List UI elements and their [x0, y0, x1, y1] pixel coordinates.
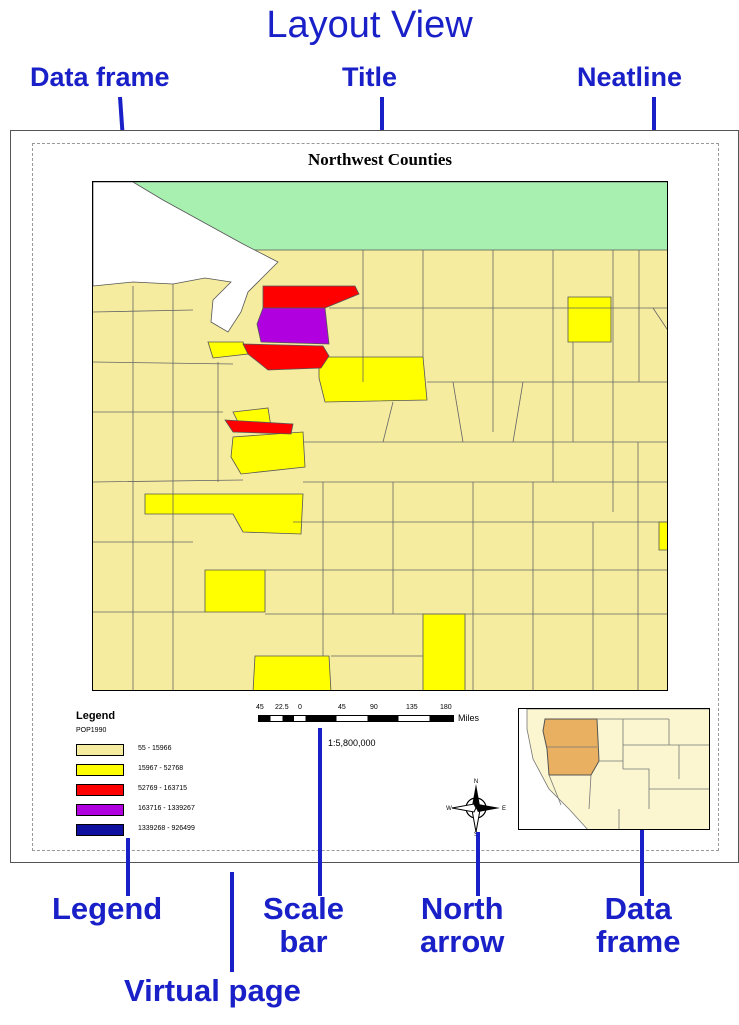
title-pointer	[380, 97, 384, 151]
county-boundaries	[93, 250, 667, 690]
legend-label: 55 - 15966	[138, 745, 172, 752]
neatline-pointer	[652, 97, 656, 151]
data-frame-callout-bottom: Data frame	[596, 891, 681, 959]
legend-swatch	[76, 764, 124, 776]
scale-tick: 135	[406, 704, 418, 711]
neatline-callout: Neatline	[577, 62, 683, 92]
scale-tick: 0	[298, 704, 302, 711]
map-title: Northwest Counties	[307, 150, 453, 169]
legend-swatch	[76, 744, 124, 756]
county-class2-e	[230, 431, 306, 475]
data-frame-callout-top: Data frame	[30, 62, 170, 92]
legend-swatch	[76, 784, 124, 796]
scale-unit: Miles	[458, 713, 480, 723]
scale-bar	[258, 715, 454, 722]
east-label: E	[502, 806, 506, 812]
scale-tick: 90	[370, 704, 378, 711]
scale-ratio: 1:5,800,000	[328, 738, 376, 748]
county-class2-j	[658, 521, 667, 551]
county-class2-a	[567, 296, 612, 343]
county-class3-c	[224, 419, 294, 435]
county-class3-a	[262, 285, 360, 309]
legend-label: 52769 - 163715	[138, 785, 188, 792]
county-map	[93, 182, 667, 690]
puget-sound-water	[93, 182, 279, 333]
north-arrow-icon: N S E W	[446, 779, 506, 836]
scale-tick: 45	[256, 704, 264, 711]
north-arrow-pointer	[476, 832, 480, 896]
county-class2-f	[144, 493, 304, 535]
legend-field: POP1990	[76, 727, 107, 734]
scale-bar-callout: Scale bar	[263, 891, 345, 959]
county-class2-b	[318, 356, 428, 403]
county-class2-g	[204, 569, 266, 613]
neatline	[32, 143, 719, 851]
scale-tick: 45	[338, 704, 346, 711]
inset-data-frame	[518, 708, 710, 830]
scale-tick: 22.5	[275, 704, 289, 711]
county-class2-i	[252, 655, 332, 690]
diagram-heading: Layout View	[266, 4, 473, 46]
scale-tick: 180	[440, 704, 452, 711]
virtual-page-callout: Virtual page	[124, 973, 301, 1008]
county-class4	[256, 307, 330, 345]
legend-pointer	[126, 838, 130, 896]
north-arrow-callout: North arrow	[420, 891, 505, 959]
title-callout: Title	[342, 62, 398, 92]
legend-swatch	[76, 804, 124, 816]
main-data-frame	[92, 181, 668, 691]
legend-swatch	[76, 824, 124, 836]
legend-callout: Legend	[52, 891, 163, 926]
north-label: N	[474, 779, 478, 785]
legend-label: 163716 - 1339267	[138, 805, 195, 812]
west-label: W	[446, 806, 452, 812]
virtual-page-pointer	[230, 872, 234, 972]
legend-label: 1339268 - 926499	[138, 825, 195, 832]
data-frame-pointer-bottom	[640, 830, 644, 896]
county-class3-b	[242, 343, 330, 371]
scale-bar-pointer	[318, 728, 322, 896]
legend-title: Legend	[76, 710, 116, 722]
inset-map	[519, 709, 709, 829]
legend-label: 15967 - 52768	[138, 765, 184, 772]
county-class2-h	[422, 613, 466, 690]
